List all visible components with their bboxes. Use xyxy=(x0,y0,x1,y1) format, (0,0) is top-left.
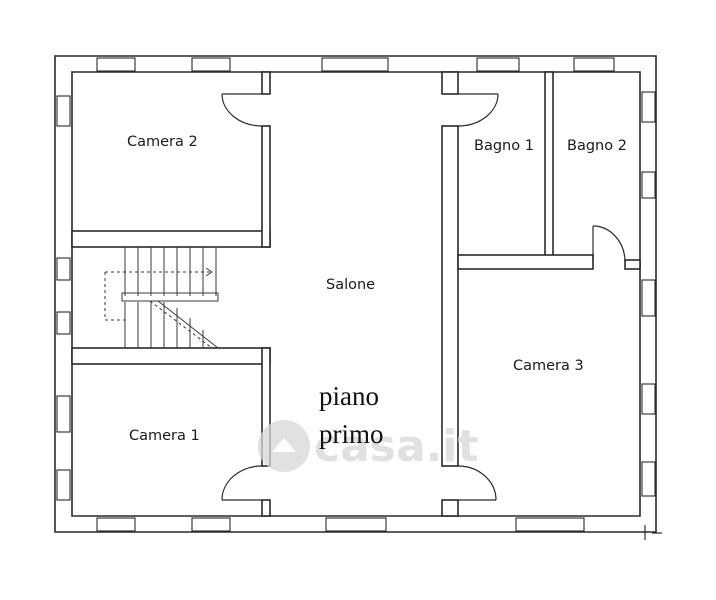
room-label-camera-2: Camera 2 xyxy=(127,134,198,150)
room-label-camera-1: Camera 1 xyxy=(129,428,200,444)
room-label-camera-3: Camera 3 xyxy=(513,358,584,374)
floor-label-line-1: piano xyxy=(319,381,379,411)
room-label-bagno-2: Bagno 2 xyxy=(567,138,627,154)
doors xyxy=(221,93,626,501)
watermark-text: casa.it xyxy=(314,421,478,472)
room-label-salone: Salone xyxy=(326,277,375,293)
watermark: casa.it xyxy=(258,420,478,472)
floor-label-line-2: primo xyxy=(319,419,384,449)
room-label-bagno-1: Bagno 1 xyxy=(474,138,534,154)
staircase xyxy=(104,247,219,349)
interior-walls xyxy=(71,71,641,517)
windows xyxy=(56,57,656,532)
